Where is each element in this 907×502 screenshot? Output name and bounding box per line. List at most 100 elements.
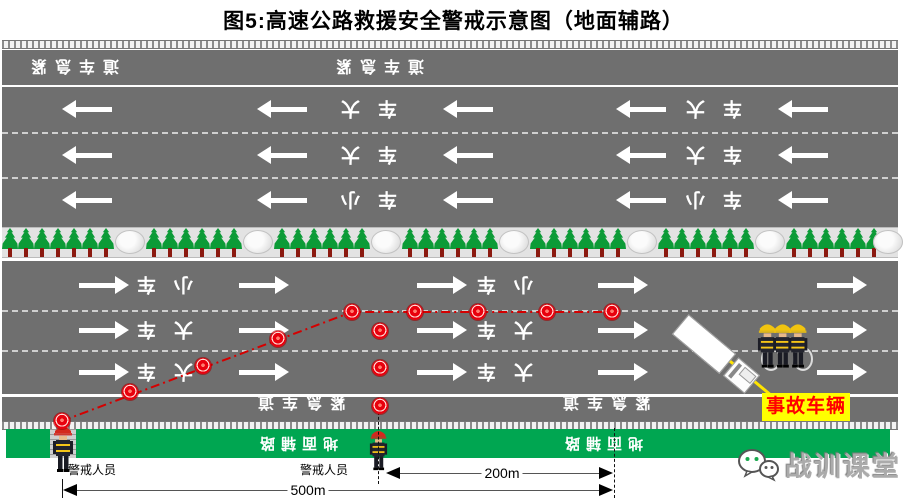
tree-icon	[66, 228, 82, 257]
firefighter-group-icon	[757, 324, 813, 371]
tree-icon	[162, 228, 178, 257]
lane-direction-arrow-icon	[416, 275, 467, 294]
lane-direction-arrow-icon	[79, 363, 130, 381]
distance-500m: 500m	[287, 482, 329, 498]
tree-icon	[306, 228, 322, 257]
traffic-cone-icon	[407, 304, 423, 320]
tree-icon	[578, 228, 594, 257]
lane-vehicle-label: 大车	[119, 318, 194, 340]
dim-line-500m	[66, 490, 602, 491]
lane-direction-arrow-icon	[597, 321, 648, 339]
lane-direction-arrow-icon	[616, 145, 667, 164]
tree-icon	[2, 228, 18, 257]
tree-icon	[850, 228, 866, 257]
traffic-cone-icon	[372, 360, 388, 376]
bush-icon	[755, 230, 785, 254]
tree-icon	[466, 228, 482, 257]
lane-direction-arrow-icon	[62, 99, 113, 118]
lane-direction-arrow-icon	[256, 99, 307, 118]
tree-icon	[546, 228, 562, 257]
lane-vehicle-label: 大车	[458, 318, 533, 340]
tree-icon	[34, 228, 50, 257]
tree-icon	[50, 228, 66, 257]
lane-vehicle-label: 小车	[458, 273, 533, 294]
lane-direction-arrow-icon	[62, 190, 113, 209]
lane-direction-arrow-icon	[256, 190, 307, 209]
logo-text: 战训课堂	[785, 452, 901, 482]
traffic-cone-icon	[54, 413, 70, 429]
tree-icon	[290, 228, 306, 257]
traffic-cone-icon	[372, 323, 388, 339]
lane-direction-arrow-icon	[443, 99, 494, 118]
wechat-icon	[738, 448, 779, 482]
lane-large-vehicle: 大车大车	[2, 87, 898, 132]
lane-vehicle-label: 小车	[119, 273, 194, 294]
tree-icon	[274, 228, 290, 257]
diagram-title: 图5:高速公路救援安全警戒示意图（地面辅路）	[223, 10, 684, 33]
traffic-cone-icon	[344, 304, 360, 320]
arrowhead-left-icon	[63, 484, 77, 496]
lane-direction-arrow-icon	[416, 321, 467, 339]
tree-icon	[818, 228, 834, 257]
lane-direction-arrow-icon	[616, 190, 667, 209]
dim-guide-mid	[378, 412, 379, 484]
lane-direction-arrow-icon	[443, 190, 494, 209]
emergency-lane-top: 紧急车道 紧急车道	[2, 50, 898, 87]
dim-tick-left	[62, 479, 63, 498]
distance-200m: 200m	[481, 465, 523, 481]
tree-icon	[18, 228, 34, 257]
tree-icon	[674, 228, 690, 257]
lane-direction-arrow-icon	[239, 275, 290, 294]
lane-direction-arrow-icon	[79, 275, 130, 294]
lane-vehicle-label: 大车	[322, 143, 397, 164]
arrowhead-right-icon	[599, 484, 613, 496]
median-greenbelt	[2, 227, 903, 258]
personnel-label: 警戒人员	[68, 463, 117, 477]
tree-icon	[530, 228, 546, 257]
firefighter-icon	[53, 426, 73, 472]
arrowhead-right-icon	[599, 467, 613, 479]
emergency-lane-label: 紧急车道	[555, 393, 652, 411]
lane-direction-arrow-icon	[256, 145, 307, 164]
tree-icon	[194, 228, 210, 257]
lane-vehicle-label: 大车	[322, 97, 397, 118]
lane-direction-arrow-icon	[778, 99, 829, 118]
lane-large-vehicle: 大车大车	[2, 132, 898, 177]
lane-direction-arrow-icon	[239, 321, 290, 339]
traffic-cone-icon	[604, 304, 620, 320]
lane-vehicle-label: 小车	[668, 188, 743, 209]
tree-icon	[322, 228, 338, 257]
lane-direction-arrow-icon	[443, 145, 494, 164]
tree-icon	[98, 228, 114, 257]
tree-icon	[354, 228, 370, 257]
tree-icon	[82, 228, 98, 257]
lane-direction-arrow-icon	[817, 321, 868, 339]
tree-icon	[866, 228, 882, 257]
tree-icon	[834, 228, 850, 257]
bush-icon	[499, 230, 529, 254]
traffic-cone-icon	[195, 358, 211, 374]
tree-icon	[802, 228, 818, 257]
lane-small-vehicle: 小车 小车	[2, 177, 898, 222]
tree-icon	[434, 228, 450, 257]
lane-direction-arrow-icon	[778, 145, 829, 164]
lane-direction-arrow-icon	[817, 275, 868, 294]
arrowhead-left-icon	[386, 467, 400, 479]
lane-direction-arrow-icon	[597, 275, 648, 294]
lane-vehicle-label: 小车	[322, 188, 397, 209]
lane-small-vehicle: 小车 小车	[2, 261, 898, 310]
tree-icon	[178, 228, 194, 257]
bush-icon	[115, 230, 145, 254]
bush-icon	[243, 230, 273, 254]
lane-direction-arrow-icon	[239, 363, 290, 381]
accident-vehicle-label: 事故车辆	[762, 393, 850, 421]
lane-direction-arrow-icon	[62, 145, 113, 164]
emergency-lane-label: 紧急车道	[328, 56, 425, 74]
tree-icon	[338, 228, 354, 257]
tree-icon	[482, 228, 498, 257]
tree-icon	[562, 228, 578, 257]
tree-icon	[738, 228, 754, 257]
lane-direction-arrow-icon	[778, 190, 829, 209]
tree-icon	[450, 228, 466, 257]
carriageway-leftbound: 紧急车道 紧急车道 大车大车 大车大车 小车小车	[2, 50, 898, 227]
